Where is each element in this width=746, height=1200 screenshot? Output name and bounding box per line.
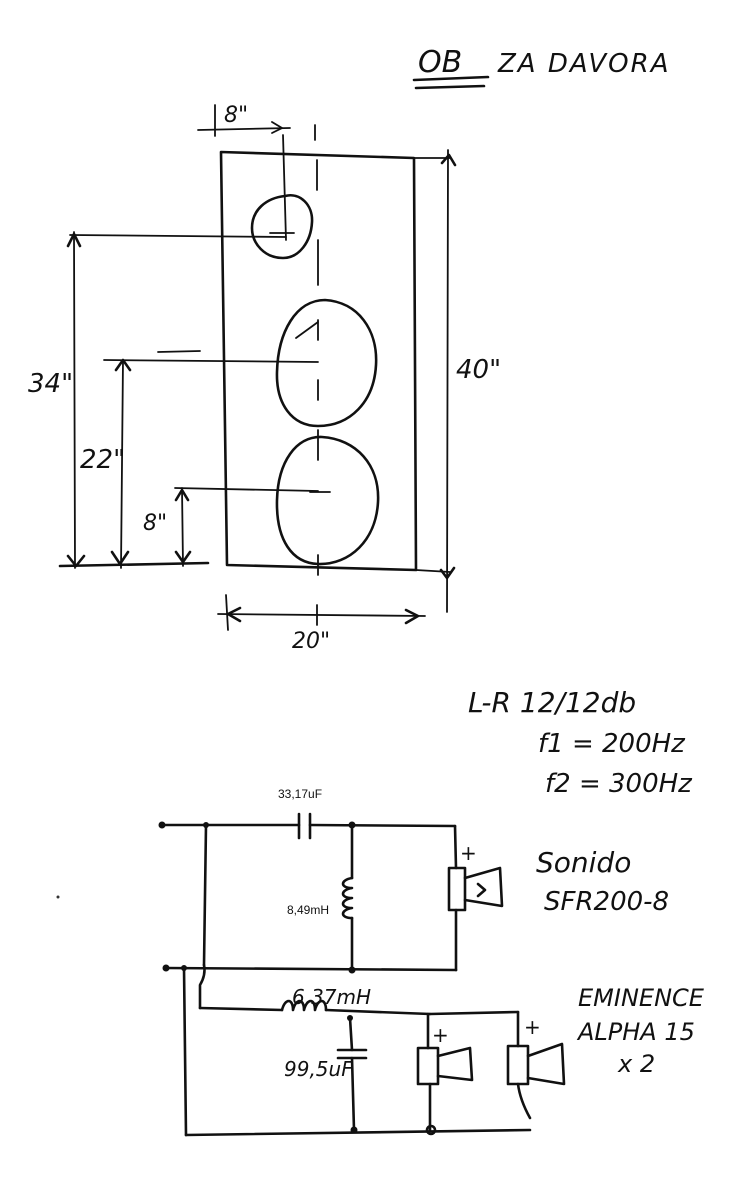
dim-34-label: 34" bbox=[28, 369, 73, 399]
woofer-brand: EMINENCE bbox=[578, 984, 705, 1012]
dim-34-ext-top bbox=[69, 234, 287, 238]
dim-8-ext-top bbox=[174, 487, 319, 492]
tweeter-lead-top bbox=[453, 824, 458, 870]
node-ground-mid bbox=[350, 1126, 358, 1134]
dim-width-arrow-right bbox=[404, 608, 420, 625]
woofer1-cone bbox=[436, 1046, 474, 1082]
crossover-f1: f1 = 200Hz bbox=[538, 729, 686, 759]
crossover-f2: f2 = 300Hz bbox=[545, 769, 693, 799]
woofer1-plus: + bbox=[432, 1023, 449, 1047]
dim-top-label: 8" bbox=[224, 103, 248, 128]
dim-22-label: 22" bbox=[80, 445, 125, 475]
dim-34-arrow-top bbox=[66, 232, 82, 248]
woofer2-magnet bbox=[506, 1044, 530, 1086]
dim-width-line bbox=[217, 613, 426, 617]
tweeter-cone bbox=[463, 866, 504, 908]
woofer-qty: x 2 bbox=[617, 1050, 655, 1078]
dim-34-arrow-bottom bbox=[66, 554, 86, 568]
node-middle bbox=[348, 966, 356, 974]
woofer-upper-cutout bbox=[275, 298, 378, 428]
dim-8-arrow-bottom bbox=[174, 550, 192, 564]
dim-22-ext-top bbox=[103, 359, 319, 363]
dim-width-label: 20" bbox=[292, 629, 330, 654]
dim-34-line bbox=[73, 231, 76, 569]
woofer2-lead-bottom bbox=[516, 1082, 532, 1120]
dim-22-arrow-bottom bbox=[110, 550, 130, 566]
rail-middle bbox=[164, 966, 458, 972]
ground-left bbox=[182, 966, 188, 1137]
dim-width-tick-left bbox=[225, 594, 229, 631]
tweeter-cutout bbox=[250, 193, 314, 260]
dim-height-label: 40" bbox=[456, 355, 501, 385]
l-low-label: 6,37mH bbox=[292, 985, 371, 1009]
title-underline-1 bbox=[412, 75, 490, 82]
woofer-lower-cutout bbox=[275, 435, 380, 566]
rail-lower-mid bbox=[324, 1008, 432, 1016]
rail-lower-in bbox=[198, 1006, 284, 1012]
baffle-drawing: 8" 40" 34" 22" 8" 20" bbox=[28, 103, 501, 654]
l-high-label: 8,49mH bbox=[287, 903, 329, 917]
woofer2-cone bbox=[526, 1042, 566, 1086]
tweeter-arrow bbox=[476, 882, 487, 898]
rail-lower-right bbox=[428, 1010, 520, 1016]
title-underline-2 bbox=[414, 84, 486, 90]
woofer2-plus: + bbox=[524, 1015, 541, 1039]
crossover-schematic: 33,17uF 8,49mH + 6,37mH bbox=[158, 787, 566, 1137]
dim-22-arrow-top bbox=[114, 358, 132, 372]
ground-rail bbox=[184, 1128, 532, 1137]
l-low-coil bbox=[280, 999, 328, 1012]
title-rest: ZA DAVORA bbox=[497, 49, 670, 79]
bus-left-lower bbox=[198, 963, 206, 1010]
dim-22-tick bbox=[157, 350, 201, 353]
floor-line bbox=[58, 561, 210, 568]
dim-height-arrow-bottom bbox=[439, 566, 456, 580]
dim-height-ext-bottom bbox=[415, 569, 451, 573]
tweeter-plus: + bbox=[460, 841, 477, 865]
bus-left-upper bbox=[202, 823, 208, 967]
woofer-upper-arc bbox=[295, 321, 319, 339]
woofer-model: ALPHA 15 bbox=[576, 1018, 695, 1046]
c-low-lead-bottom bbox=[350, 1056, 356, 1132]
tweeter-brand: Sonido bbox=[536, 846, 631, 879]
c-high-label: 33,17uF bbox=[278, 787, 322, 801]
l-high-coil bbox=[341, 876, 354, 920]
dim-8-arrow-top bbox=[174, 488, 190, 502]
woofer1-magnet bbox=[416, 1046, 440, 1086]
crossover-type: L-R 12/12db bbox=[468, 686, 636, 719]
dim-8-label: 8" bbox=[143, 511, 167, 536]
node-ground-right bbox=[425, 1124, 437, 1136]
dim-8-line bbox=[181, 487, 184, 567]
title-ob: OB bbox=[418, 45, 462, 80]
dim-top-arrow bbox=[271, 121, 284, 134]
tweeter-magnet bbox=[447, 866, 467, 912]
dim-22-line bbox=[120, 359, 124, 569]
c-low-label: 99,5uF bbox=[284, 1057, 353, 1081]
dim-height-line bbox=[446, 149, 449, 613]
c-low-lead-top bbox=[348, 1016, 354, 1052]
rail-top-right bbox=[308, 823, 457, 828]
pen-dot bbox=[56, 895, 60, 899]
tweeter-center-vertical bbox=[282, 134, 287, 241]
dim-top-line bbox=[197, 127, 291, 131]
dim-height-arrow-top bbox=[440, 153, 457, 167]
tweeter-model: SFR200-8 bbox=[544, 887, 669, 917]
dim-width-arrow-left bbox=[226, 606, 242, 623]
